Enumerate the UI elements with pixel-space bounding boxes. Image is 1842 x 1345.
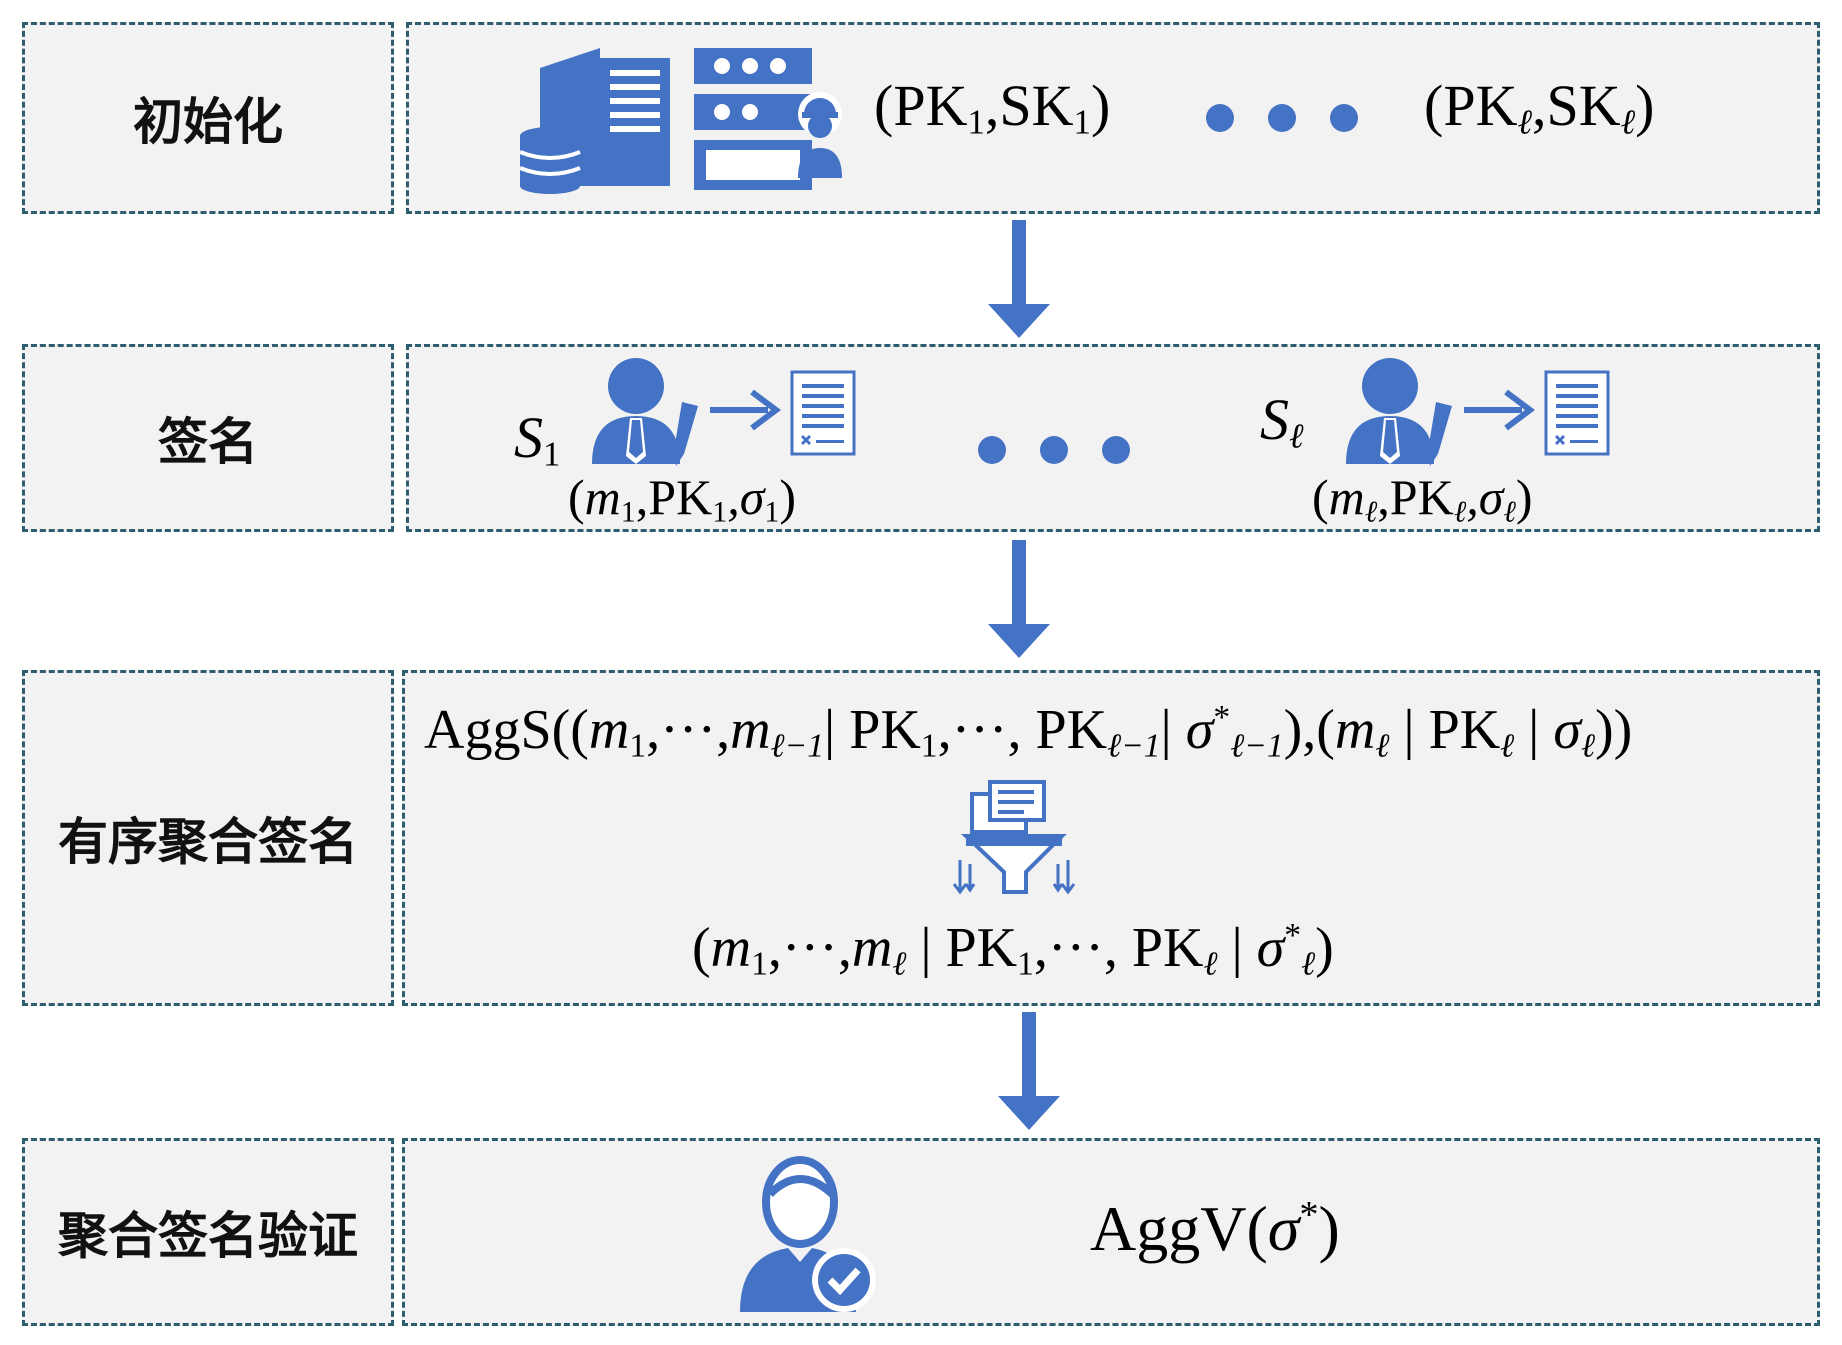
pen-icon	[1428, 402, 1452, 466]
ellipsis-dot	[1206, 104, 1234, 132]
arrow-right-icon	[1464, 389, 1535, 431]
label-box-verify	[22, 1138, 394, 1326]
ellipsis-dot	[1102, 436, 1130, 464]
document-icon	[1544, 370, 1610, 456]
key-pair-l: (PKℓ,SKℓ)	[1424, 73, 1655, 142]
down-arrow-icon	[988, 540, 1050, 658]
label-box-init	[22, 22, 394, 214]
verified-user-icon	[740, 1156, 876, 1312]
ellipsis-dot	[978, 436, 1006, 464]
row-label-init: 初始化	[133, 93, 283, 151]
signer-1-name: S1	[514, 405, 561, 474]
signer-icon	[592, 358, 680, 464]
row-label-verify: 聚合签名验证	[58, 1207, 358, 1265]
aggv-expression: AggV(σ*)	[1090, 1193, 1340, 1264]
ellipsis-dot	[1040, 436, 1068, 464]
signer-1-tuple: (m1,PK1,σ1)	[568, 469, 797, 529]
signer-l-name: Sℓ	[1260, 387, 1304, 456]
admin-server-icon	[694, 48, 842, 190]
ellipsis-dot	[1330, 104, 1358, 132]
funnel-icon	[952, 780, 1076, 895]
aggregate-result: (m1,···,mℓ | PK1,···, PKℓ | σ*ℓ)	[692, 916, 1334, 983]
document-icon	[790, 370, 856, 456]
pen-icon	[674, 402, 698, 466]
aggs-expression: AggS((m1,···,mℓ−1| PK1,···, PKℓ−1| σ*ℓ−1…	[424, 698, 1633, 765]
down-arrow-icon	[998, 1012, 1060, 1130]
database-icon	[519, 127, 581, 194]
arrow-right-icon	[710, 389, 781, 431]
signer-l-tuple: (mℓ,PKℓ,σℓ)	[1312, 469, 1533, 529]
row-label-aggregate: 有序聚合签名	[58, 813, 358, 871]
content-box-verify	[402, 1138, 1820, 1326]
label-box-sign	[22, 344, 394, 532]
down-arrow-icon	[988, 220, 1050, 338]
label-box-aggregate	[22, 670, 394, 1006]
signer-icon	[1346, 358, 1434, 464]
key-pair-1: (PK1,SK1)	[874, 73, 1111, 142]
row-label-sign: 签名	[158, 413, 258, 471]
content-box-aggregate	[402, 670, 1820, 1006]
ellipsis-dot	[1268, 104, 1296, 132]
